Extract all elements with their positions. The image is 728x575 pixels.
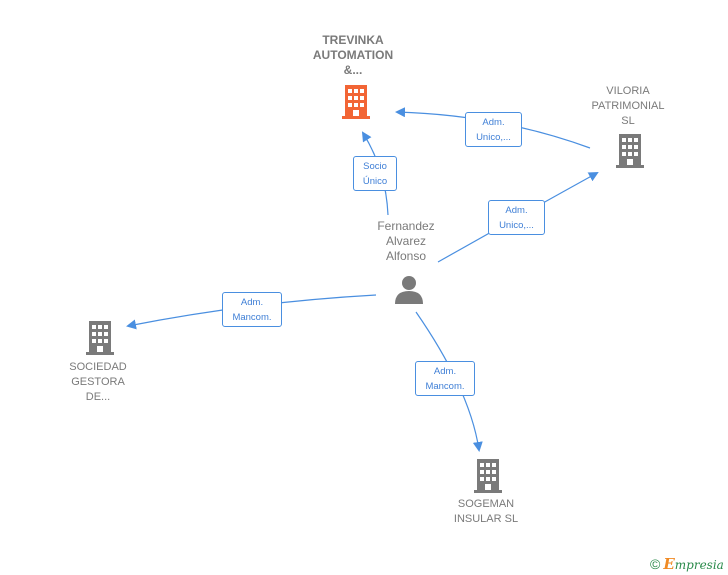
footer-copyright: ©Empresia xyxy=(650,555,724,573)
building-icon[interactable] xyxy=(472,458,504,494)
brand-logo[interactable]: Empresia xyxy=(663,555,724,573)
copyright-icon: © xyxy=(650,556,661,572)
building-icon[interactable] xyxy=(340,84,372,120)
edge-label-fernandez-viloria[interactable]: Adm. Unico,... xyxy=(488,200,545,235)
edge-label-fernandez-sogeman[interactable]: Adm. Mancom. xyxy=(415,361,475,396)
node-label-viloria[interactable]: VILORIA PATRIMONIAL SL xyxy=(591,85,665,127)
edge-label-viloria-trevinka[interactable]: Adm. Unico,... xyxy=(465,112,522,147)
node-label-sogeman[interactable]: SOGEMAN INSULAR SL xyxy=(453,498,519,525)
node-label-fernandez[interactable]: Fernandez Alvarez Alfonso xyxy=(377,219,435,263)
person-icon[interactable] xyxy=(393,273,425,305)
building-icon[interactable] xyxy=(614,133,646,169)
edge-label-fernandez-sociedad[interactable]: Adm. Mancom. xyxy=(222,292,282,327)
node-label-sociedad[interactable]: SOCIEDAD GESTORA DE... xyxy=(69,361,127,403)
node-label-trevinka[interactable]: TREVINKA AUTOMATION &... xyxy=(312,33,394,77)
edge-label-fernandez-trevinka[interactable]: Socio Único xyxy=(353,156,397,191)
building-icon[interactable] xyxy=(84,320,116,356)
